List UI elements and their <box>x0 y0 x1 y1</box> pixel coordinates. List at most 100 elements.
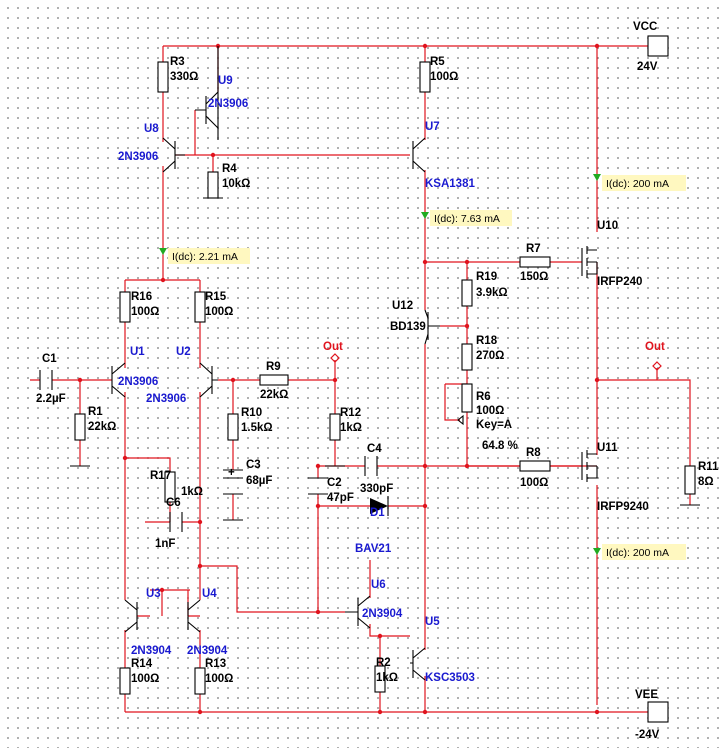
resistor-r4: R4 10kΩ <box>207 163 250 199</box>
resistor-r12: R12 1kΩ <box>329 407 362 441</box>
svg-text:330pF: 330pF <box>360 483 393 495</box>
transistor-u11: U11 IRFP9240 <box>581 442 649 513</box>
svg-text:2N3906: 2N3906 <box>118 376 158 388</box>
svg-text:C6: C6 <box>166 497 181 509</box>
svg-text:VCC: VCC <box>633 21 657 33</box>
svg-text:2N3906: 2N3906 <box>118 151 158 163</box>
svg-text:2N3904: 2N3904 <box>362 608 403 620</box>
current-probe-1: I(dc): 2.21 mA <box>159 248 250 264</box>
svg-text:100Ω: 100Ω <box>520 477 548 489</box>
svg-text:KSC3503: KSC3503 <box>425 672 475 684</box>
svg-text:U11: U11 <box>597 442 618 454</box>
svg-text:R18: R18 <box>476 335 498 347</box>
transistor-u4: U4 2N3904 <box>187 588 228 657</box>
svg-text:R19: R19 <box>476 271 497 283</box>
svg-text:1kΩ: 1kΩ <box>181 486 203 498</box>
svg-text:C1: C1 <box>42 353 57 365</box>
capacitor-c1: C1 2.2µF <box>36 353 66 405</box>
svg-text:R17: R17 <box>150 470 171 482</box>
transistor-u9: U9 2N3906 <box>195 46 248 140</box>
resistor-r10: R10 1.5kΩ <box>227 407 273 441</box>
svg-text:R12: R12 <box>340 407 361 419</box>
resistor-r1: R1 22kΩ <box>74 406 116 441</box>
svg-text:47pF: 47pF <box>327 492 354 504</box>
svg-text:R9: R9 <box>266 361 281 373</box>
svg-text:I(dc): 7.63 mA: I(dc): 7.63 mA <box>434 213 500 225</box>
svg-text:R8: R8 <box>526 447 541 459</box>
net-label-out-2: Out <box>645 341 665 371</box>
svg-text:VEE: VEE <box>635 689 658 701</box>
svg-text:C3: C3 <box>246 459 261 471</box>
junctions <box>77 43 600 715</box>
resistor-r15: R15 100Ω <box>194 291 233 323</box>
svg-text:1.5kΩ: 1.5kΩ <box>241 422 273 434</box>
svg-text:+: + <box>228 467 235 479</box>
transistor-u6: U6 2N3904 <box>345 579 403 629</box>
resistor-r5: R5 100Ω <box>419 56 458 93</box>
resistor-r7: R7 150Ω <box>519 243 551 283</box>
svg-text:R10: R10 <box>241 407 262 419</box>
svg-text:BAV21: BAV21 <box>355 543 392 555</box>
svg-text:R7: R7 <box>526 243 541 255</box>
current-probe-2: I(dc): 7.63 mA <box>421 210 512 226</box>
transistor-u8: U8 2N3906 <box>118 123 185 173</box>
svg-text:R4: R4 <box>222 163 237 175</box>
vcc-terminal: VCC 24V <box>633 21 669 73</box>
resistor-r13: R13 100Ω <box>194 658 233 695</box>
svg-text:U1: U1 <box>130 346 145 358</box>
svg-text:U4: U4 <box>202 588 217 600</box>
svg-text:1kΩ: 1kΩ <box>340 422 362 434</box>
resistor-r2: R2 1kΩ <box>374 657 398 693</box>
svg-text:100Ω: 100Ω <box>131 673 159 685</box>
transistor-u10: U10 IRFP240 <box>581 220 642 288</box>
diode-d1: D1 BAV21 <box>355 496 392 555</box>
transistor-u2: U2 2N3906 <box>146 346 218 405</box>
svg-text:IRFP9240: IRFP9240 <box>597 501 649 513</box>
svg-text:Out: Out <box>323 341 343 353</box>
svg-text:R6: R6 <box>476 391 491 403</box>
svg-text:100Ω: 100Ω <box>205 306 233 318</box>
svg-text:330Ω: 330Ω <box>170 71 198 83</box>
svg-text:-24V: -24V <box>635 729 660 741</box>
potentiometer-r6: R6 100Ω Key=A 64.8 % <box>457 383 518 452</box>
svg-text:I(dc): 200 mA: I(dc): 200 mA <box>606 547 669 559</box>
svg-text:R15: R15 <box>205 291 227 303</box>
svg-text:R2: R2 <box>376 657 391 669</box>
resistor-r8: R8 100Ω <box>519 447 551 489</box>
transistor-u1: U1 2N3906 <box>111 346 158 398</box>
transistor-u5: U5 KSC3503 <box>410 616 475 684</box>
svg-text:22kΩ: 22kΩ <box>260 389 288 401</box>
svg-text:2N3906: 2N3906 <box>208 98 248 110</box>
capacitor-c6: C6 1nF <box>155 497 183 550</box>
svg-text:R13: R13 <box>205 658 226 670</box>
svg-text:U5: U5 <box>425 616 440 628</box>
svg-text:100Ω: 100Ω <box>430 71 458 83</box>
svg-text:3.9kΩ: 3.9kΩ <box>476 287 508 299</box>
svg-text:270Ω: 270Ω <box>476 350 504 362</box>
transistor-u12: U12 BD139 <box>390 300 440 345</box>
capacitor-c4: C4 330pF <box>360 443 393 495</box>
svg-text:R3: R3 <box>170 56 185 68</box>
svg-text:68µF: 68µF <box>246 475 272 487</box>
resistor-r11: R11 8Ω <box>684 461 719 495</box>
svg-text:U2: U2 <box>176 346 191 358</box>
svg-text:8Ω: 8Ω <box>698 476 714 488</box>
transistor-u3: U3 2N3904 <box>124 588 172 657</box>
svg-text:10kΩ: 10kΩ <box>222 178 250 190</box>
resistor-r17: R17 1kΩ <box>150 470 203 503</box>
svg-text:U6: U6 <box>371 579 386 591</box>
svg-text:U7: U7 <box>425 121 440 133</box>
svg-text:U8: U8 <box>144 123 159 135</box>
svg-text:R5: R5 <box>430 56 445 68</box>
svg-text:2N3904: 2N3904 <box>131 645 172 657</box>
svg-text:R11: R11 <box>698 461 719 473</box>
svg-text:64.8 %: 64.8 % <box>482 440 518 452</box>
svg-text:D1: D1 <box>370 507 385 519</box>
svg-text:Out: Out <box>645 341 665 353</box>
svg-text:KSA1381: KSA1381 <box>425 178 475 190</box>
svg-text:U3: U3 <box>146 588 161 600</box>
svg-text:Key=A: Key=A <box>476 419 512 431</box>
svg-text:150Ω: 150Ω <box>520 271 548 283</box>
svg-text:C2: C2 <box>327 477 342 489</box>
